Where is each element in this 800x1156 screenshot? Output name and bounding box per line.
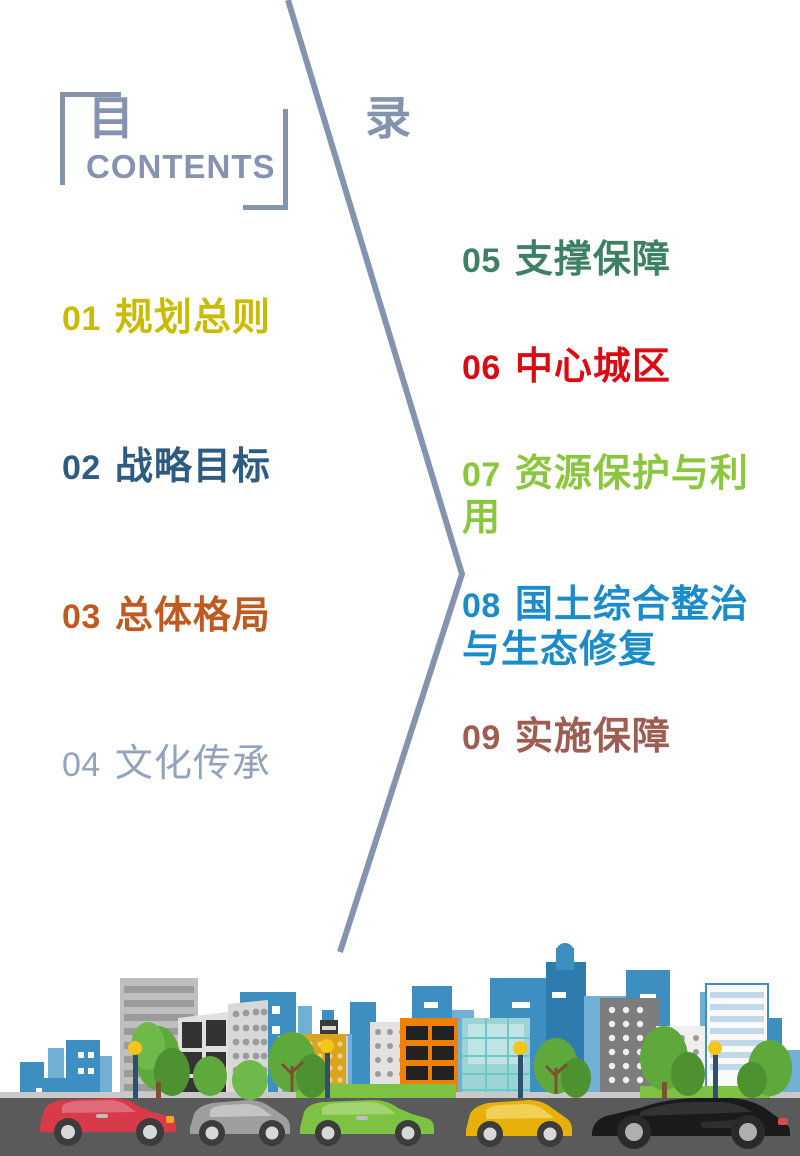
toc-item-05[interactable]: 05 支撑保障 (462, 238, 762, 283)
cityscape-illustration (0, 943, 800, 1156)
grass-strip (296, 1084, 456, 1098)
car-gray-hatchback (190, 1100, 290, 1146)
bracket-bottom-right-icon (243, 109, 288, 210)
toc-item-02[interactable]: 02 战略目标 (62, 445, 322, 490)
toc-number-02: 02 (62, 448, 101, 487)
toc-label-08: 国土综合整治与生态修复 (462, 584, 749, 672)
toc-label-06: 中心城区 (514, 345, 671, 388)
toc-item-09[interactable]: 09 实施保障 (462, 715, 762, 760)
toc-number-09: 09 (462, 718, 501, 757)
toc-label-09: 实施保障 (514, 715, 671, 758)
street-lamp (320, 1039, 334, 1098)
street-lamp-group (128, 1039, 722, 1098)
street-lamp (708, 1041, 722, 1098)
toc-number-04: 04 (62, 746, 101, 785)
toc-item-06[interactable]: 06 中心城区 (462, 345, 762, 390)
toc-label-05: 支撑保障 (514, 239, 671, 281)
toc-label-04: 文化传承 (114, 743, 271, 786)
street-lamp (513, 1041, 527, 1098)
toc-label-03: 总体格局 (114, 594, 271, 637)
street-lamp (128, 1041, 142, 1098)
toc-item-04[interactable]: 04 文化传承 (62, 742, 322, 787)
grass-strip-right (640, 1086, 770, 1098)
tree-group (131, 1022, 792, 1100)
toc-left-column: 01 规划总则 02 战略目标 03 总体格局 04 文化传承 (62, 296, 322, 891)
page-title-en: CONTENTS (86, 148, 276, 185)
car-green-sedan (300, 1100, 434, 1146)
contents-title-block: 目 录 CONTENTS (60, 92, 411, 210)
car-yellow-hatchback (466, 1100, 572, 1147)
page-title-cn: 目 录 (88, 92, 448, 144)
toc-item-03[interactable]: 03 总体格局 (62, 594, 322, 639)
toc-number-01: 01 (62, 300, 101, 338)
toc-label-07: 资源保护与利用 (462, 452, 749, 540)
toc-number-07: 07 (462, 455, 501, 494)
car-red-sedan (40, 1098, 176, 1146)
toc-item-01[interactable]: 01 规划总则 (62, 296, 322, 341)
toc-number-05: 05 (462, 242, 501, 280)
toc-label-01: 规划总则 (114, 297, 271, 339)
toc-number-03: 03 (62, 597, 101, 636)
bracket-top-left-icon (60, 92, 121, 185)
toc-number-08: 08 (462, 587, 501, 626)
toc-number-06: 06 (462, 348, 501, 387)
toc-label-02: 战略目标 (114, 445, 271, 488)
car-black-sportscar (592, 1098, 790, 1149)
